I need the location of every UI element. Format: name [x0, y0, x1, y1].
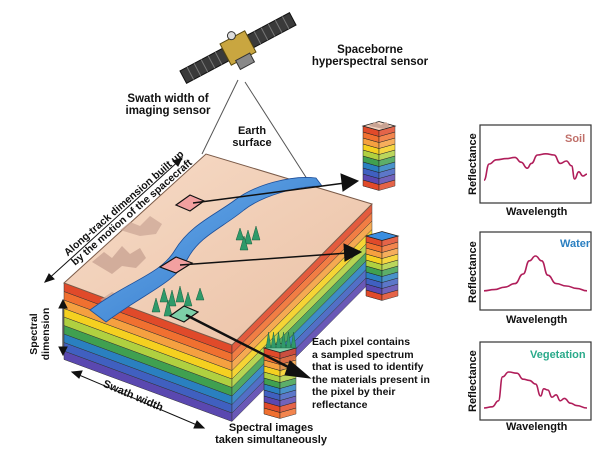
reflectance-curve [483, 255, 588, 292]
graph-box [479, 124, 592, 204]
soil-pixel-stack [361, 121, 397, 191]
arrows [179, 173, 363, 379]
graph-box [479, 231, 592, 311]
reflectance-curve [483, 371, 588, 409]
vegetation-graph-ylabel: Reflectance [467, 350, 479, 412]
reflectance-graphs [479, 124, 592, 421]
reflectance-curve [483, 152, 588, 181]
earth-surface-top [63, 153, 373, 346]
soil-graph-xlabel: Wavelength [506, 206, 568, 218]
satellite-icon [179, 12, 297, 84]
water-graph-title: Water [560, 238, 591, 250]
vegetation-graph-xlabel: Wavelength [506, 421, 568, 433]
graph-box [479, 341, 592, 421]
sensor-beam [201, 79, 319, 197]
vegetation-graph-title: Vegetation [530, 349, 586, 361]
water-graph-xlabel: Wavelength [506, 314, 568, 326]
soil-graph-title: Soil [565, 133, 586, 145]
soil-graph-ylabel: Reflectance [467, 133, 479, 195]
water-graph-ylabel: Reflectance [467, 241, 479, 303]
dimension-lines [44, 157, 206, 429]
water-pixel-stack [364, 231, 400, 301]
